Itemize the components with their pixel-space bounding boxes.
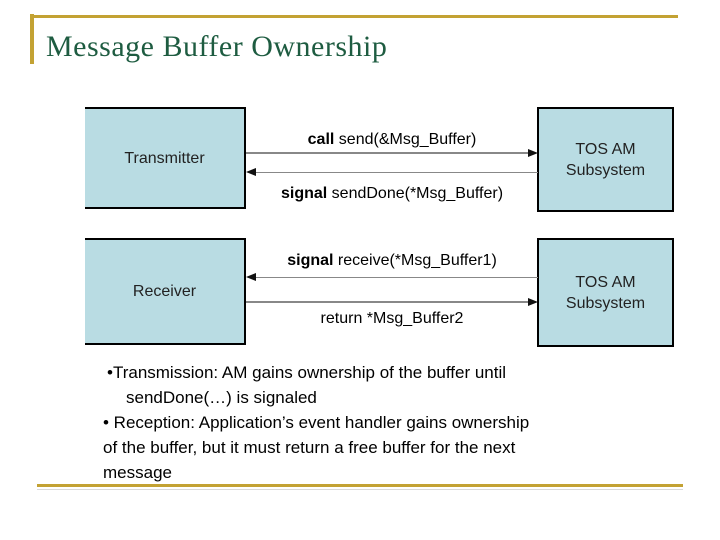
arrow-signal-senddone [246, 168, 538, 177]
transmitter-box: Transmitter [85, 107, 246, 209]
tos-am-subsystem-label: TOS AM Subsystem [565, 273, 646, 312]
arrow-line [254, 171, 538, 173]
note-line: message [103, 463, 172, 482]
arrow-left-icon [246, 273, 256, 281]
message-text: send(&Msg_Buffer) [334, 131, 477, 148]
left-gold-bar [30, 14, 34, 64]
tos-am-subsystem-box-bottom: TOS AM Subsystem [537, 238, 674, 347]
note-line: • Reception: Application’s event handler… [103, 413, 530, 432]
slide-title: Message Buffer Ownership [46, 30, 388, 63]
message-label-return-buffer: return *Msg_Buffer2 [246, 310, 538, 328]
note-line: •Transmission: AM gains ownership of the… [107, 363, 507, 382]
arrow-left-icon [246, 168, 256, 176]
message-keyword: signal [280, 185, 328, 202]
notes-block: •Transmission: AM gains ownership of the… [103, 360, 663, 485]
arrow-call-send [246, 149, 538, 158]
arrow-line [246, 152, 530, 154]
arrow-right-icon [528, 149, 538, 157]
bottom-thin-line [37, 489, 683, 490]
message-text: sendDone(*Msg_Buffer) [327, 185, 504, 202]
message-label-call-send: call send(&Msg_Buffer) [246, 131, 538, 149]
receiver-box: Receiver [85, 238, 246, 345]
transmitter-label: Transmitter [124, 149, 205, 167]
note-line: of the buffer, but it must return a free… [103, 438, 516, 457]
arrow-signal-receive [246, 273, 538, 282]
message-keyword: signal [287, 252, 334, 269]
arrow-right-icon [528, 298, 538, 306]
message-label-signal-senddone: signal sendDone(*Msg_Buffer) [246, 185, 538, 203]
bottom-gold-line [37, 484, 683, 487]
receiver-label: Receiver [132, 283, 197, 300]
top-gold-line [30, 15, 678, 18]
tos-am-subsystem-box-top: TOS AM Subsystem [537, 107, 674, 212]
arrow-line [254, 276, 538, 278]
message-label-signal-receive: signal receive(*Msg_Buffer1) [246, 252, 538, 270]
arrow-line [246, 301, 530, 303]
tos-am-subsystem-label: TOS AM Subsystem [565, 140, 646, 179]
message-keyword: call [307, 131, 335, 148]
message-text: return *Msg_Buffer2 [320, 310, 464, 327]
arrow-return-buffer [246, 298, 538, 307]
message-text: receive(*Msg_Buffer1) [333, 252, 497, 269]
note-line: sendDone(…) is signaled [126, 388, 317, 407]
